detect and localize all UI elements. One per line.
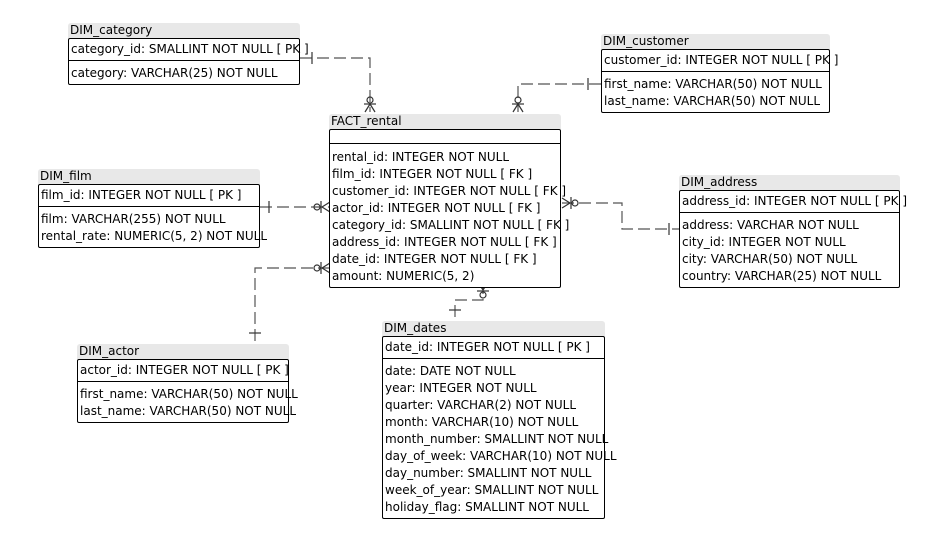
attribute-row: country: VARCHAR(25) NOT NULL xyxy=(682,269,882,283)
entity-body: actor_id: INTEGER NOT NULL [ PK ] first_… xyxy=(77,359,298,423)
attribute-row: first_name: VARCHAR(50) NOT NULL xyxy=(604,77,822,91)
entity-title: DIM_film xyxy=(38,169,260,184)
attribute-row: category_id: SMALLINT NOT NULL [ FK ] xyxy=(332,218,570,232)
attribute-row: week_of_year: SMALLINT NOT NULL xyxy=(385,483,599,497)
primary-key-row: actor_id: INTEGER NOT NULL [ PK ] xyxy=(78,360,289,382)
attribute-row: date_id: INTEGER NOT NULL [ FK ] xyxy=(332,252,537,266)
crowfoot-customer xyxy=(512,96,524,113)
attribute-list: first_name: VARCHAR(50) NOT NULL last_na… xyxy=(78,382,298,422)
entity-dim-dates[interactable]: DIM_dates date_id: INTEGER NOT NULL [ PK… xyxy=(382,321,617,519)
rel-address-rental xyxy=(562,202,680,230)
attribute-row: last_name: VARCHAR(50) NOT NULL xyxy=(80,404,297,418)
entity-dim-address[interactable]: DIM_address address_id: INTEGER NOT NULL… xyxy=(679,175,907,288)
entity-dim-customer[interactable]: DIM_customer customer_id: INTEGER NOT NU… xyxy=(601,34,838,113)
crowfoot-film xyxy=(313,201,331,213)
rel-customer-rental xyxy=(517,83,601,112)
entity-title: DIM_dates xyxy=(382,321,605,336)
primary-key-row: date_id: INTEGER NOT NULL [ PK ] xyxy=(383,337,604,359)
attribute-row: film: VARCHAR(255) NOT NULL xyxy=(41,212,226,226)
primary-key-row: address_id: INTEGER NOT NULL [ PK ] xyxy=(680,191,907,213)
rel-actor-rental xyxy=(254,267,330,344)
attribute-list: address: VARCHAR NOT NULL city_id: INTEG… xyxy=(680,213,899,287)
attribute-row: rental_id: INTEGER NOT NULL xyxy=(332,150,510,164)
primary-key-row: category_id: SMALLINT NOT NULL [ PK ] xyxy=(69,39,309,61)
key-divider xyxy=(330,130,560,144)
entity-body: rental_id: INTEGER NOT NULL film_id: INT… xyxy=(329,129,570,288)
attribute-row: customer_id: INTEGER NOT NULL [ FK ] xyxy=(332,184,567,198)
primary-key-row: customer_id: INTEGER NOT NULL [ PK ] xyxy=(602,50,838,72)
attribute-row: city_id: INTEGER NOT NULL xyxy=(682,235,846,249)
entity-dim-category[interactable]: DIM_category category_id: SMALLINT NOT N… xyxy=(68,23,309,85)
entity-title: FACT_rental xyxy=(329,114,561,129)
entity-fact-rental[interactable]: FACT_rental rental_id: INTEGER NOT NULL … xyxy=(329,114,570,288)
entity-body: address_id: INTEGER NOT NULL [ PK ] addr… xyxy=(679,190,907,288)
attribute-row: month: VARCHAR(10) NOT NULL xyxy=(385,415,579,429)
crowfoot-category xyxy=(364,96,376,113)
attribute-row: day_of_week: VARCHAR(10) NOT NULL xyxy=(385,449,617,463)
attribute-row: month_number: SMALLINT NOT NULL xyxy=(385,432,609,446)
attribute-row: rental_rate: NUMERIC(5, 2) NOT NULL xyxy=(41,229,268,243)
entity-body: film_id: INTEGER NOT NULL [ PK ] film: V… xyxy=(38,184,268,248)
attribute-row: holiday_flag: SMALLINT NOT NULL xyxy=(385,500,589,514)
attribute-row: last_name: VARCHAR(50) NOT NULL xyxy=(604,94,821,108)
attribute-row: address: VARCHAR NOT NULL xyxy=(682,218,859,232)
attribute-row: amount: NUMERIC(5, 2) xyxy=(332,269,475,283)
entity-body: date_id: INTEGER NOT NULL [ PK ] date: D… xyxy=(382,336,617,519)
entity-dim-actor[interactable]: DIM_actor actor_id: INTEGER NOT NULL [ P… xyxy=(77,344,298,423)
attribute-list: film: VARCHAR(255) NOT NULL rental_rate:… xyxy=(39,207,268,247)
attribute-row: day_number: SMALLINT NOT NULL xyxy=(385,466,592,480)
attribute-row: year: INTEGER NOT NULL xyxy=(385,381,537,395)
entity-title: DIM_address xyxy=(679,175,900,190)
attribute-row: actor_id: INTEGER NOT NULL [ FK ] xyxy=(332,201,541,215)
attribute-list: category: VARCHAR(25) NOT NULL xyxy=(69,61,299,84)
attribute-row: first_name: VARCHAR(50) NOT NULL xyxy=(80,387,298,401)
attribute-list: date: DATE NOT NULL year: INTEGER NOT NU… xyxy=(383,359,617,518)
attribute-list: first_name: VARCHAR(50) NOT NULL last_na… xyxy=(602,72,829,112)
crowfoot-address xyxy=(561,197,579,209)
entity-body: customer_id: INTEGER NOT NULL [ PK ] fir… xyxy=(601,49,838,113)
attribute-list: rental_id: INTEGER NOT NULL film_id: INT… xyxy=(330,144,570,287)
attribute-row: city: VARCHAR(50) NOT NULL xyxy=(682,252,858,266)
entity-title: DIM_actor xyxy=(77,344,289,359)
rel-category-rental xyxy=(300,57,371,112)
attribute-row: address_id: INTEGER NOT NULL [ FK ] xyxy=(332,235,557,249)
entity-title: DIM_customer xyxy=(601,34,830,49)
entity-dim-film[interactable]: DIM_film film_id: INTEGER NOT NULL [ PK … xyxy=(38,169,268,248)
attribute-row: date: DATE NOT NULL xyxy=(385,364,516,378)
entity-body: category_id: SMALLINT NOT NULL [ PK ] ca… xyxy=(68,38,309,85)
primary-key-row: film_id: INTEGER NOT NULL [ PK ] xyxy=(39,185,259,207)
entity-title: DIM_category xyxy=(68,23,300,38)
attribute-row: category: VARCHAR(25) NOT NULL xyxy=(71,66,278,80)
attribute-row: film_id: INTEGER NOT NULL [ FK ] xyxy=(332,167,533,181)
attribute-row: quarter: VARCHAR(2) NOT NULL xyxy=(385,398,577,412)
crowfoot-actor xyxy=(313,262,331,274)
